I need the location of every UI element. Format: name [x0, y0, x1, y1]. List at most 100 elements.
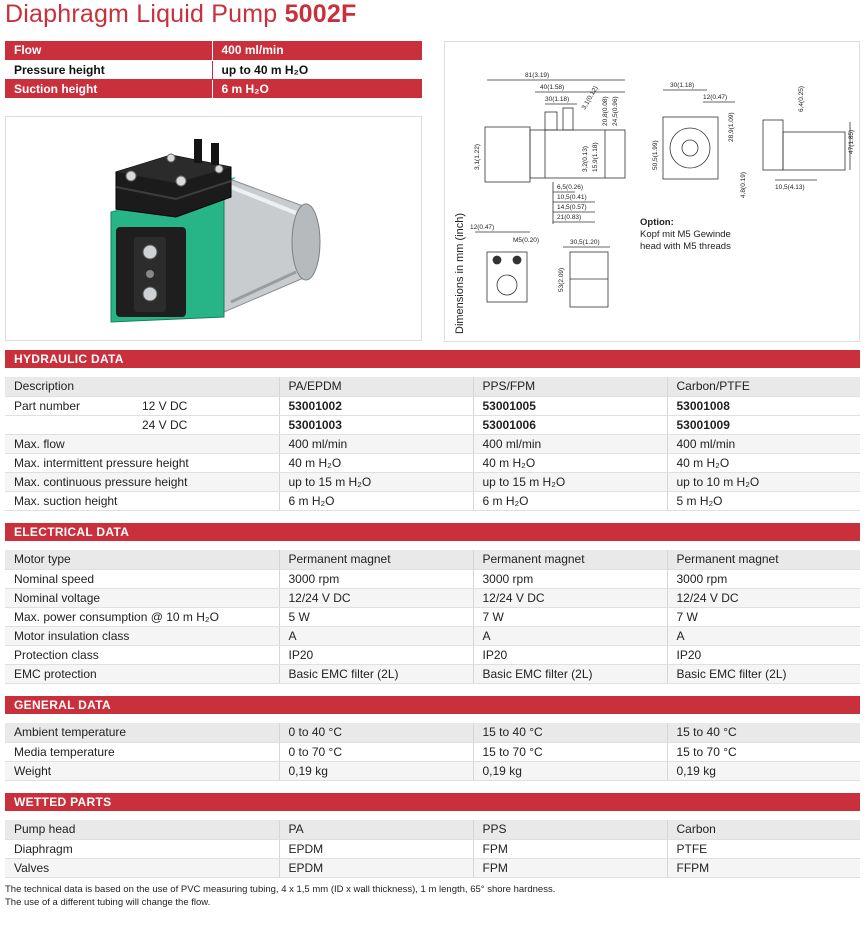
table-cell: 53001008 — [667, 396, 860, 416]
table-row: Max. suction height 6 m H₂O 6 m H₂O 5 m … — [5, 491, 860, 511]
dim-label: 21(0.83) — [557, 214, 581, 221]
spec-label: Flow — [5, 41, 213, 61]
title-main: Diaphragm Liquid Pump — [5, 0, 278, 28]
section-header-wetted: WETTED PARTS — [5, 793, 860, 811]
table-cell: EPDM — [279, 839, 474, 859]
table-cell: Pump head — [5, 820, 280, 840]
table-cell: 40 m H₂O — [473, 453, 668, 473]
table-cell: 3000 rpm — [279, 569, 474, 589]
dim-label: 10,5(4.13) — [775, 184, 805, 191]
table-cell: EMC protection — [5, 664, 280, 684]
table-cell: Nominal voltage — [5, 588, 280, 608]
table-cell: 7 W — [473, 607, 668, 627]
table-cell: 6 m H₂O — [473, 491, 668, 511]
dim-label: 20,8(0.08) — [602, 96, 609, 126]
part-number-label: Part number — [14, 398, 81, 413]
table-row: Media temperature 0 to 70 °C 15 to 70 °C… — [5, 742, 860, 762]
table-cell: Max. power consumption @ 10 m H₂O — [5, 607, 280, 627]
dim-label: 10,5(0.41) — [557, 194, 587, 201]
table-cell: 0,19 kg — [667, 761, 860, 781]
table-row: Weight 0,19 kg 0,19 kg 0,19 kg — [5, 761, 860, 781]
spec-value: up to 40 m H₂O — [212, 60, 422, 80]
table-row: Max. power consumption @ 10 m H₂O 5 W 7 … — [5, 607, 860, 627]
footnote-line: The use of a different tubing will chang… — [5, 896, 211, 908]
dim-label: 3,2(0.13) — [582, 146, 589, 172]
spec-value: 400 ml/min — [212, 41, 422, 61]
table-cell: Carbon — [667, 820, 860, 840]
dim-label: 12(0.47) — [703, 94, 727, 101]
table-cell: PTFE — [667, 839, 860, 859]
dim-label: 3,1(1.22) — [474, 144, 481, 170]
footnote-line: The technical data is based on the use o… — [5, 884, 556, 895]
dimension-drawing-svg: 81(3.19) 40(1.58) 30(1.18) 6,5(0.26) 10,… — [454, 72, 855, 334]
table-row: Protection class IP20 IP20 IP20 — [5, 645, 860, 665]
table-cell: A — [279, 626, 474, 646]
table-cell: 0,19 kg — [279, 761, 474, 781]
general-table: Ambient temperature 0 to 40 °C 15 to 40 … — [5, 723, 860, 781]
table-cell: Basic EMC filter (2L) — [279, 664, 474, 684]
table-cell: 5 W — [279, 607, 474, 627]
table-cell: up to 10 m H₂O — [667, 472, 860, 492]
table-cell: Max. suction height — [5, 491, 280, 511]
table-cell: 400 ml/min — [279, 434, 474, 454]
table-cell: 12/24 V DC — [667, 588, 860, 608]
table-cell: up to 15 m H₂O — [279, 472, 474, 492]
dim-label: M5(0.20) — [513, 237, 539, 244]
dim-label: 3,1(0.12) — [581, 85, 600, 111]
dimension-drawing: 81(3.19) 40(1.58) 30(1.18) 6,5(0.26) 10,… — [444, 41, 860, 342]
table-cell: 24 V DC — [5, 415, 280, 435]
table-cell: 0,19 kg — [473, 761, 668, 781]
table-cell: Permanent magnet — [667, 550, 860, 570]
table-header-cell: Carbon/PTFE — [667, 377, 860, 397]
table-cell: 0 to 40 °C — [279, 723, 474, 743]
dimensions-axis-label: Dimensions in mm (inch) — [454, 213, 466, 334]
table-cell: 15 to 70 °C — [667, 742, 860, 762]
table-cell: 12/24 V DC — [473, 588, 668, 608]
voltage-label: 24 V DC — [142, 417, 188, 432]
table-cell: Diaphragm — [5, 839, 280, 859]
table-cell: 7 W — [667, 607, 860, 627]
table-cell: Max. continuous pressure height — [5, 472, 280, 492]
table-row: 24 V DC 53001003 53001006 53001009 — [5, 415, 860, 435]
dim-label: 6,4(0.25) — [798, 86, 805, 112]
table-cell: Basic EMC filter (2L) — [667, 664, 860, 684]
table-cell: Max. flow — [5, 434, 280, 454]
dim-label: 14,5(0.57) — [557, 204, 587, 211]
table-cell: 400 ml/min — [473, 434, 668, 454]
table-row: Nominal voltage 12/24 V DC 12/24 V DC 12… — [5, 588, 860, 608]
table-header-row: Description PA/EPDM PPS/FPM Carbon/PTFE — [5, 377, 860, 397]
table-cell: up to 15 m H₂O — [473, 472, 668, 492]
wetted-parts-table: Pump head PA PPS Carbon Diaphragm EPDM F… — [5, 820, 860, 878]
table-cell: FFPM — [667, 858, 860, 878]
dim-label: 50,5(1.99) — [652, 140, 659, 170]
table-cell: 3000 rpm — [473, 569, 668, 589]
dim-label: 30,5(1.20) — [570, 239, 600, 246]
dim-label: 30(1.18) — [670, 82, 694, 89]
table-row: Pump head PA PPS Carbon — [5, 820, 860, 840]
title-model: 5002F — [284, 0, 357, 28]
option-title: Option: — [640, 217, 674, 228]
table-row: Valves EPDM FPM FFPM — [5, 858, 860, 878]
table-cell: 40 m H₂O — [667, 453, 860, 473]
table-cell: 3000 rpm — [667, 569, 860, 589]
table-cell: 53001005 — [473, 396, 668, 416]
table-cell: Valves — [5, 858, 280, 878]
table-row: Max. flow 400 ml/min 400 ml/min 400 ml/m… — [5, 434, 860, 454]
table-header-cell: PA/EPDM — [279, 377, 474, 397]
option-text: Kopf mit M5 Gewinde — [640, 229, 731, 240]
table-row: Motor type Permanent magnet Permanent ma… — [5, 550, 860, 570]
voltage-label: 12 V DC — [142, 398, 188, 413]
table-row: Ambient temperature 0 to 40 °C 15 to 40 … — [5, 723, 860, 743]
table-cell: 53001006 — [473, 415, 668, 435]
hydraulic-table: Description PA/EPDM PPS/FPM Carbon/PTFE … — [5, 377, 860, 511]
table-cell: FPM — [473, 858, 668, 878]
table-cell: Permanent magnet — [279, 550, 474, 570]
dim-label: 30(1.18) — [545, 96, 569, 103]
table-cell: Max. intermittent pressure height — [5, 453, 280, 473]
table-cell: 6 m H₂O — [279, 491, 474, 511]
table-row: Diaphragm EPDM FPM PTFE — [5, 839, 860, 859]
table-cell: 15 to 70 °C — [473, 742, 668, 762]
table-cell: A — [667, 626, 860, 646]
table-cell: Basic EMC filter (2L) — [473, 664, 668, 684]
table-cell: Motor type — [5, 550, 280, 570]
